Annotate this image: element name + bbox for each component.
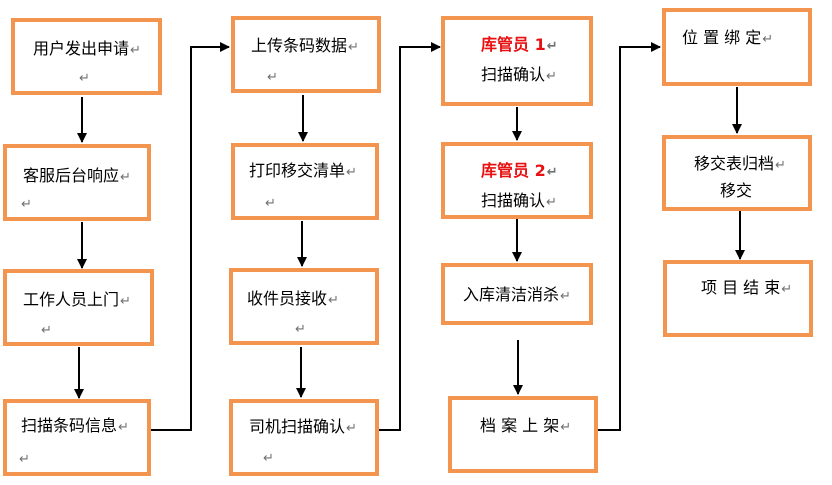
arrow-shelve-to-bind [598, 42, 661, 431]
step-label: 用户发出申请 [33, 39, 130, 58]
step-label: 司机扫描确认 [249, 417, 346, 436]
paragraph-mark: ↵ [79, 71, 90, 86]
arrow-scan-to-upload [151, 42, 230, 431]
paragraph-mark: ↵ [762, 32, 774, 47]
step-sublabel: 扫描确认 [481, 191, 546, 210]
paragraph-mark: ↵ [120, 170, 131, 185]
step-label: 客服后台响应 [23, 166, 120, 185]
step-receiver-accept: 收件员接收↵ ↵ [229, 268, 379, 345]
paragraph-mark: ↵ [267, 70, 278, 85]
step-label: 打印移交清单 [249, 161, 346, 180]
step-upload-barcode-data: 上传条码数据↵ ↵ [231, 16, 381, 93]
step-handover-archiving: 移交表归档↵ 移交 [662, 135, 812, 211]
step-user-request: 用户发出申请↵ ↵ [11, 18, 162, 95]
paragraph-mark: ↵ [546, 39, 558, 54]
paragraph-mark: ↵ [265, 196, 276, 211]
step-archive-shelving: 档 案 上 架↵ [448, 396, 598, 473]
paragraph-mark: ↵ [781, 282, 793, 297]
paragraph-mark: ↵ [21, 197, 32, 212]
paragraph-mark: ↵ [295, 322, 306, 337]
step-storage-disinfection: 入库清洁消杀↵ [441, 263, 593, 325]
step-staff-visit: 工作人员上门↵ ↵ [3, 269, 154, 346]
paragraph-mark: ↵ [120, 294, 131, 309]
paragraph-mark: ↵ [41, 323, 52, 338]
paragraph-mark: ↵ [263, 451, 274, 466]
step-keeper-1-scan: 库管员 1↵ 扫描确认↵ [441, 16, 593, 106]
step-label: 库管员 2 [481, 161, 546, 180]
paragraph-mark: ↵ [546, 195, 557, 210]
step-location-binding: 位 置 绑 定↵ [662, 8, 812, 86]
step-print-handover-list: 打印移交清单↵ ↵ [231, 143, 379, 220]
paragraph-mark: ↵ [560, 289, 571, 304]
step-label: 档 案 上 架 [480, 416, 560, 435]
paragraph-mark: ↵ [118, 420, 129, 435]
paragraph-mark: ↵ [348, 40, 359, 55]
paragraph-mark: ↵ [560, 420, 572, 435]
step-label: 上传条码数据 [251, 36, 348, 55]
step-label: 扫描条码信息 [21, 416, 118, 435]
step-label: 工作人员上门 [23, 290, 120, 309]
step-label: 项 目 结 束 [701, 278, 781, 297]
step-driver-scan-confirm: 司机扫描确认↵ ↵ [229, 399, 379, 476]
step-service-response: 客服后台响应↵ ↵ [3, 144, 151, 221]
paragraph-mark: ↵ [775, 158, 786, 173]
step-keeper-2-scan: 库管员 2↵ 扫描确认↵ [441, 142, 593, 219]
paragraph-mark: ↵ [546, 69, 557, 84]
step-label: 库管员 1 [481, 35, 546, 54]
step-sublabel: 扫描确认 [481, 65, 546, 84]
paragraph-mark: ↵ [346, 165, 357, 180]
step-scan-barcode: 扫描条码信息↵ ↵ [3, 399, 151, 476]
step-label: 收件员接收 [247, 289, 328, 308]
paragraph-mark: ↵ [19, 452, 30, 467]
paragraph-mark: ↵ [328, 293, 339, 308]
paragraph-mark: ↵ [346, 421, 357, 436]
paragraph-mark: ↵ [546, 165, 558, 180]
step-label: 移交表归档 [694, 154, 775, 173]
paragraph-mark: ↵ [130, 43, 141, 58]
step-label: 位 置 绑 定 [682, 28, 762, 47]
step-sublabel: 移交 [720, 181, 753, 200]
step-project-end: 项 目 结 束↵ [663, 260, 813, 337]
arrow-driver-to-keeper1 [379, 42, 441, 431]
step-label: 入库清洁消杀 [463, 285, 560, 304]
